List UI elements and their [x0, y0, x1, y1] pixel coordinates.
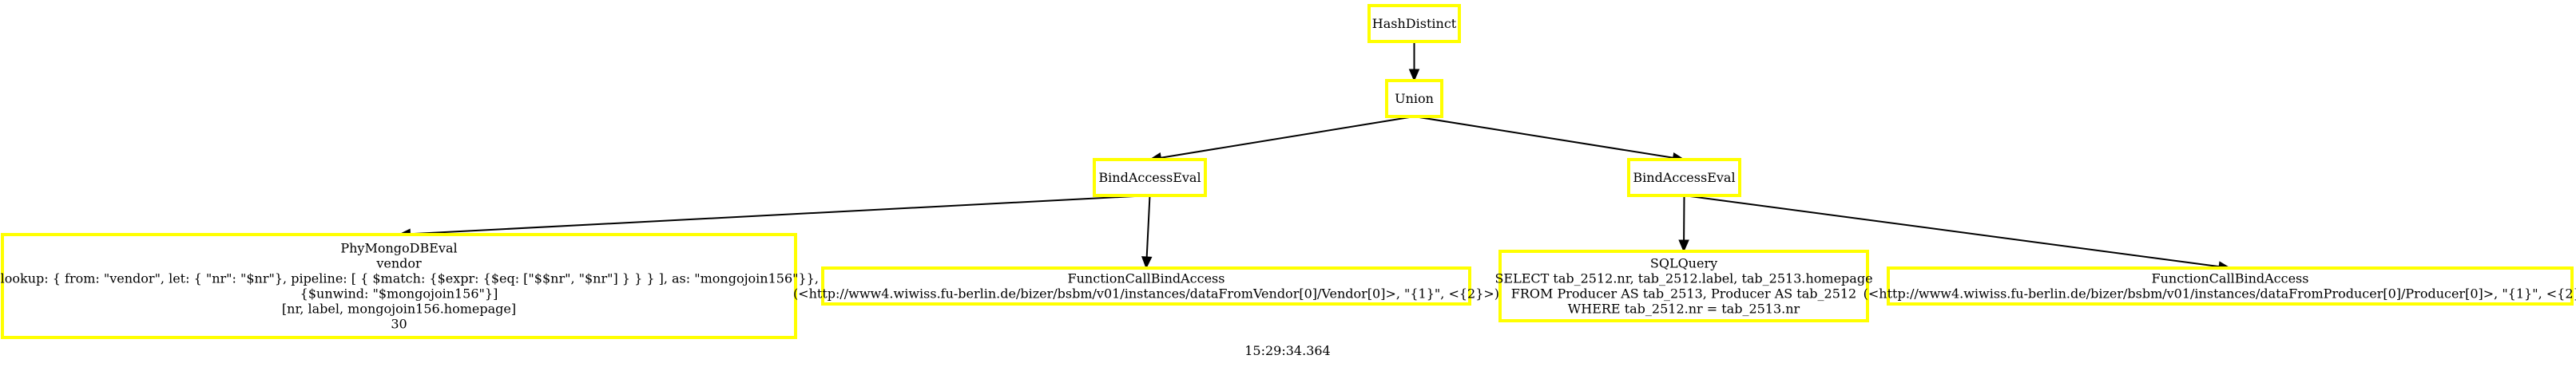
node-fcba-vendor: FunctionCallBindAccess(<http://www4.wiwi…	[793, 266, 1499, 306]
node-box	[1385, 79, 1443, 118]
edge-union-to-bindaccess-left	[1149, 116, 1415, 164]
node-title: BindAccessEval	[1633, 170, 1735, 185]
edge-bindaccess-left-to-phymongo	[398, 195, 1150, 239]
node-box	[1, 233, 797, 339]
node-hashdistinct: HashDistinct	[1367, 4, 1461, 43]
node-detail-line: {$unwind: "$mongojoin156"}]	[300, 286, 498, 301]
node-detail-line: WHERE tab_2512.nr = tab_2513.nr	[1568, 301, 1800, 316]
node-detail-line: FROM Producer AS tab_2513, Producer AS t…	[1511, 286, 1856, 301]
node-box	[1887, 266, 2574, 306]
node-box	[1367, 4, 1461, 43]
arrowhead-icon	[1678, 239, 1689, 253]
arrowhead-icon	[1408, 69, 1420, 82]
node-title: PhyMongoDBEval	[340, 240, 457, 255]
timestamp: 15:29:34.364	[1244, 343, 1330, 358]
node-box	[1498, 250, 1869, 322]
edge-line	[1161, 116, 1415, 159]
edge-line	[410, 195, 1150, 235]
node-fcba-producer: FunctionCallBindAccess(<http://www4.wiwi…	[1864, 266, 2576, 306]
node-union: Union	[1385, 79, 1443, 118]
edge-union-to-bindaccess-right	[1414, 116, 1685, 164]
node-detail-line: (<http://www4.wiwiss.fu-berlin.de/bizer/…	[793, 286, 1499, 301]
edge-line	[1684, 195, 2220, 268]
node-box	[1093, 158, 1207, 197]
node-detail-line: 30	[391, 316, 407, 331]
node-detail-line: vendor	[375, 255, 422, 270]
node-title: FunctionCallBindAccess	[1068, 270, 1225, 286]
node-detail-line: [nr, label, mongojoin156.homepage]	[282, 301, 516, 316]
node-title: SQLQuery	[1650, 255, 1717, 270]
edge-hashdistinct-to-union	[1408, 41, 1420, 82]
node-detail-line: SELECT tab_2512.nr, tab_2512.label, tab_…	[1494, 270, 1872, 286]
node-title: HashDistinct	[1372, 16, 1457, 31]
node-box	[821, 266, 1471, 306]
node-detail-line: [{$lookup: { from: "vendor", let: { "nr"…	[0, 270, 819, 286]
node-title: FunctionCallBindAccess	[2152, 270, 2309, 286]
node-box	[1627, 158, 1741, 197]
node-bindaccess-right: BindAccessEval	[1627, 158, 1741, 197]
node-title: BindAccessEval	[1098, 170, 1201, 185]
node-bindaccess-left: BindAccessEval	[1093, 158, 1207, 197]
edge-bindaccess-left-to-fcba-vendor	[1141, 195, 1153, 270]
edge-bindaccess-right-to-sqlquery	[1678, 195, 1689, 253]
node-title: Union	[1395, 91, 1434, 106]
edge-line	[1414, 116, 1673, 159]
node-detail-line: (<http://www4.wiwiss.fu-berlin.de/bizer/…	[1864, 286, 2576, 301]
arrowhead-icon	[1141, 256, 1153, 270]
edge-line	[1145, 195, 1151, 258]
